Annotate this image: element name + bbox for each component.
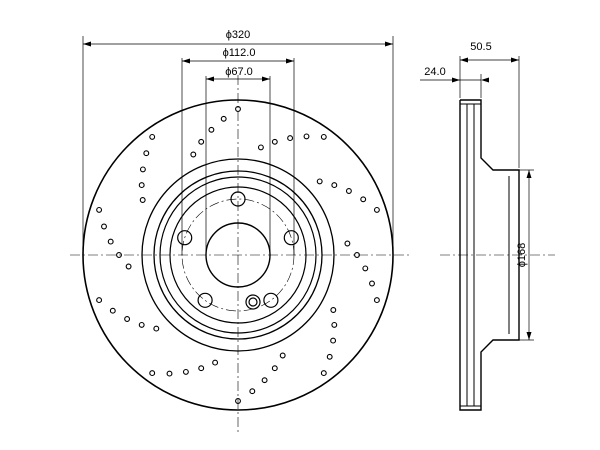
cross-drilled-hole (182, 368, 189, 375)
hat-diameter-dimension: ϕ168 (516, 169, 534, 341)
cross-drilled-hole (330, 337, 337, 344)
disc-thickness-label: 24.0 (424, 66, 445, 78)
locating-hole-outer (245, 294, 261, 310)
cross-drilled-hole (279, 352, 286, 359)
cross-drilled-hole (271, 138, 278, 145)
locating-hole-inner (248, 297, 258, 307)
cross-drilled-hole (326, 353, 333, 360)
cross-drilled-hole (138, 182, 145, 189)
total-thickness-dimension: 50.5 (459, 41, 520, 168)
cross-drilled-hole (345, 188, 352, 194)
cross-drilled-hole (235, 398, 241, 404)
cross-drilled-hole (261, 377, 268, 384)
cross-drilled-hole (257, 144, 264, 151)
cross-drilled-hole (198, 365, 205, 372)
bore-label: ϕ67.0 (225, 66, 253, 78)
hat-ring-3 (159, 176, 317, 334)
cross-drilled-hole (190, 151, 197, 158)
cross-drilled-hole (303, 133, 310, 140)
arrow-right (262, 76, 270, 82)
arrow-right (385, 41, 393, 47)
cross-drilled-hole (138, 321, 145, 328)
cross-drilled-hole (331, 182, 338, 189)
cross-drilled-hole (330, 307, 337, 313)
cross-drilled-hole (249, 388, 256, 395)
arrow-right (481, 77, 489, 83)
cross-drilled-hole (166, 370, 173, 377)
cross-drilled-hole (101, 223, 107, 230)
cross-drilled-hole (373, 297, 380, 304)
cross-drilled-hole (320, 133, 327, 140)
cross-drilled-hole (139, 197, 146, 203)
cross-drilled-hole (271, 365, 278, 372)
cross-drilled-hole (124, 316, 131, 322)
cross-drilled-hole (149, 370, 156, 377)
bolt-hole (230, 191, 246, 207)
cross-drilled-hole (149, 133, 156, 140)
arrow-left (452, 77, 460, 83)
cross-drilled-hole (316, 178, 323, 185)
bolt-hole (197, 292, 213, 308)
cross-drilled-hole (373, 206, 380, 213)
cross-drilled-hole (360, 196, 367, 203)
cross-drilled-hole (139, 166, 146, 173)
arrow-top (526, 170, 532, 178)
pcd-dimension: ϕ112.0 (181, 47, 295, 255)
bolt-hole (177, 230, 193, 246)
cross-drilled-hole (369, 280, 375, 287)
hat-ring-2 (153, 170, 323, 340)
arrow-left (460, 57, 468, 63)
total-thickness-label: 50.5 (470, 41, 491, 53)
bolt-holes (177, 191, 299, 308)
cross-drilled-hole (235, 106, 241, 112)
cross-drilled-hole (344, 240, 351, 247)
arrow-left (83, 41, 91, 47)
outer-diameter-label: ϕ320 (226, 29, 251, 41)
cross-drilled-hole (125, 263, 132, 270)
arrow-left (206, 76, 214, 82)
arrow-right (511, 57, 519, 63)
cross-drilled-hole (96, 297, 103, 304)
cross-drilled-hole (96, 206, 103, 213)
side-view (440, 99, 555, 411)
cross-drilled-hole (362, 265, 369, 272)
pcd-label: ϕ112.0 (223, 47, 256, 59)
cross-drilled-hole (208, 126, 215, 133)
cross-drilled-hole (107, 238, 114, 245)
cross-drilled-hole (220, 115, 227, 122)
hat-ring-inner (169, 186, 307, 324)
cross-drilled-hole (287, 135, 294, 142)
cross-drilled-hole (143, 150, 150, 157)
cross-drilled-hole (116, 252, 122, 258)
disc-thickness-dimension: 24.0 (420, 66, 489, 98)
cross-drilled-hole (331, 321, 338, 328)
arrow-left (182, 58, 190, 64)
cross-drilled-hole (320, 370, 327, 377)
cross-drilled-hole (109, 307, 116, 314)
bolt-hole (283, 230, 299, 246)
cross-drilled-holes (96, 106, 380, 404)
hat-diameter-label: ϕ168 (516, 243, 528, 268)
bolt-hole (263, 292, 279, 308)
arrow-bottom (526, 332, 532, 340)
outer-diameter-dimension: ϕ320 (82, 29, 394, 255)
cross-drilled-hole (212, 359, 219, 366)
arrow-right (286, 58, 294, 64)
cross-drilled-hole (354, 252, 360, 258)
front-view (70, 75, 410, 435)
bore-dimension: ϕ67.0 (205, 66, 271, 255)
hat-ring-outer (141, 158, 335, 352)
cross-drilled-hole (198, 138, 205, 145)
cross-drilled-hole (153, 325, 160, 332)
